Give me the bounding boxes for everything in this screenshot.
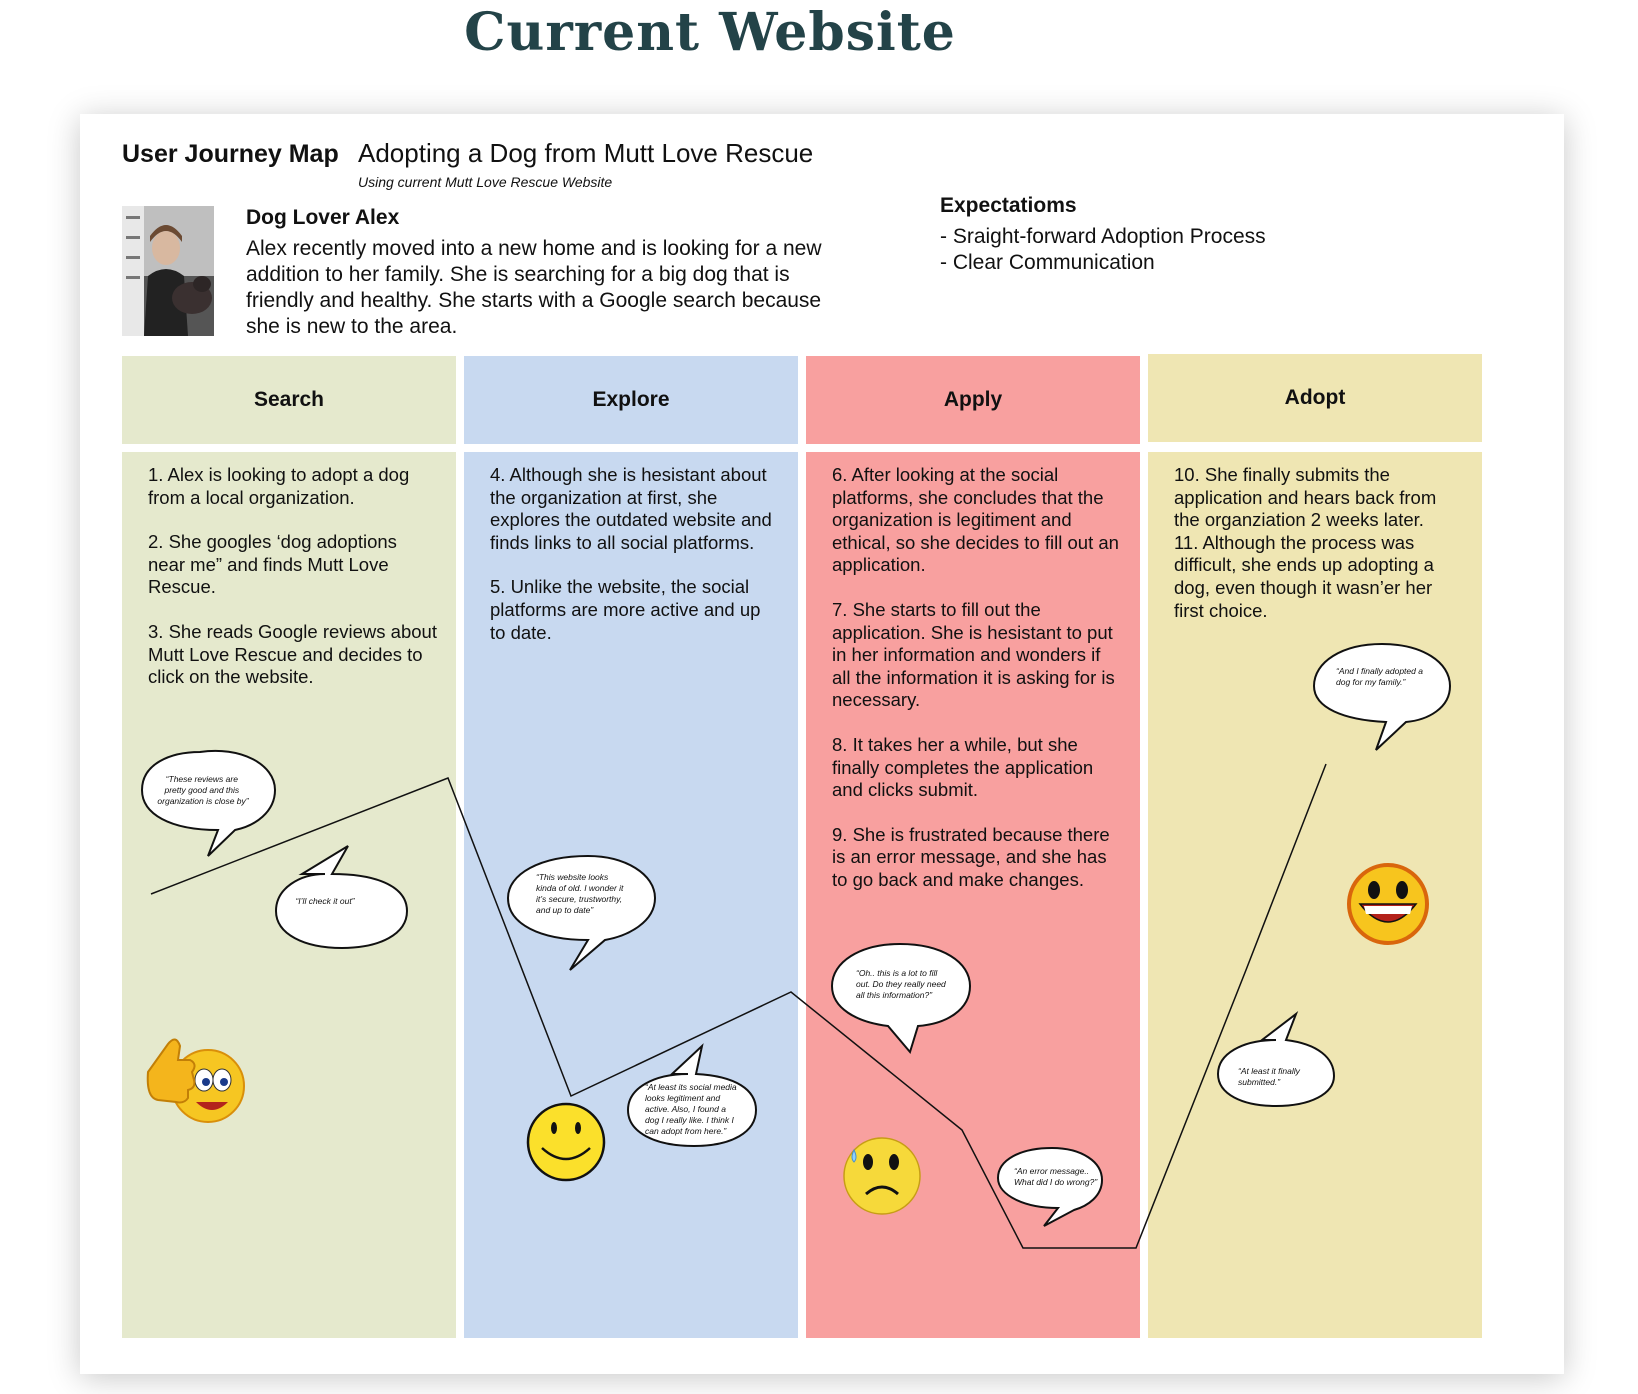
stage-steps: 6. After looking at the social platforms…: [832, 464, 1122, 892]
persona-name: Dog Lover Alex: [246, 206, 400, 229]
map-subtitle: Using current Mutt Love Rescue Website: [358, 174, 613, 190]
quote-text: “I’ll check it out”: [295, 896, 355, 906]
stage-column-adopt: 10. She finally submits the application …: [1148, 452, 1482, 1338]
speech-bubble: “And I finally adopted a dog for my fami…: [1312, 642, 1452, 751]
step-text: 5. Unlike the website, the social platfo…: [490, 576, 761, 643]
step-text: 11. Although the process was difficult, …: [1174, 531, 1434, 621]
quote-text: “At least its social media looks legitim…: [645, 1082, 739, 1136]
step-text: 1. Alex is looking to adopt a dog from a…: [148, 464, 410, 508]
sad-emoji-icon: [843, 1137, 921, 1215]
quote-text: “An error message.. What did I do wrong?…: [1014, 1166, 1098, 1187]
quote-text: “And I finally adopted a dog for my fami…: [1336, 666, 1425, 687]
speech-bubble: “An error message.. What did I do wrong?…: [996, 1146, 1104, 1227]
step-text: 3. She reads Google reviews about Mutt L…: [148, 620, 437, 688]
speech-bubble: “Oh.. this is a lot to fill out. Do they…: [830, 942, 972, 1055]
page-title: Current Website: [464, 2, 956, 63]
expectations-list: - Sraight-forward Adoption Process - Cle…: [940, 224, 1266, 276]
map-type-label: User Journey Map: [122, 140, 339, 168]
speech-bubble: “This website looks kinda of old. I wond…: [506, 854, 657, 971]
speech-bubble: “At least it finally submitted.”: [1216, 1011, 1336, 1108]
step-text: 10. She finally submits the application …: [1174, 464, 1437, 531]
stage-steps: 10. She finally submits the application …: [1174, 464, 1464, 622]
step-text: 7. She starts to fill out the applicatio…: [832, 598, 1115, 711]
speech-bubble: “At least its social media looks legitim…: [626, 1043, 758, 1148]
stage-header-explore: Explore: [464, 356, 798, 444]
emotion-line: [150, 763, 1327, 1249]
laughing-emoji-icon: [1347, 863, 1429, 945]
stage-steps: 4. Although she is hesistant about the o…: [490, 464, 780, 644]
persona-photo: [122, 206, 214, 336]
expectation-item: - Sraight-forward Adoption Process: [940, 225, 1266, 248]
stage-steps: 1. Alex is looking to adopt a dog from a…: [148, 464, 438, 689]
speech-bubble: “I’ll check it out”: [274, 845, 409, 950]
journey-map-card: User Journey Map Adopting a Dog from Mut…: [80, 114, 1564, 1374]
map-title: Adopting a Dog from Mutt Love Rescue: [358, 138, 814, 168]
step-text: 4. Although she is hesistant about the o…: [490, 464, 772, 553]
persona-description: Alex recently moved into a new home and …: [246, 237, 822, 338]
step-text: 8. It takes her a while, but she finally…: [832, 733, 1094, 801]
speech-bubble: “These reviews are pretty good and this …: [140, 749, 277, 857]
step-text: 9. She is frustrated because there is an…: [832, 823, 1110, 890]
journey-overlay: “These reviews are pretty good and this …: [140, 642, 1452, 1249]
stage-header-adopt: Adopt: [1148, 354, 1482, 442]
quote-text: “At least it finally submitted.”: [1238, 1066, 1302, 1087]
expectation-item: - Clear Communication: [940, 251, 1155, 274]
expectations-title: Expectatioms: [940, 194, 1077, 217]
quote-text: “These reviews are pretty good and this …: [157, 774, 249, 806]
stage-header-search: Search: [122, 356, 456, 444]
step-text: 2. She googles ‘dog adoptions near me” a…: [148, 531, 397, 598]
quote-text: “Oh.. this is a lot to fill out. Do they…: [856, 968, 948, 1000]
happy-emoji-icon: [526, 1102, 606, 1182]
stage-header-apply: Apply: [806, 356, 1140, 444]
quote-text: “This website looks kinda of old. I wond…: [536, 872, 626, 915]
thumbs-up-emoji-icon: [146, 1038, 245, 1123]
step-text: 6. After looking at the social platforms…: [832, 464, 1119, 576]
